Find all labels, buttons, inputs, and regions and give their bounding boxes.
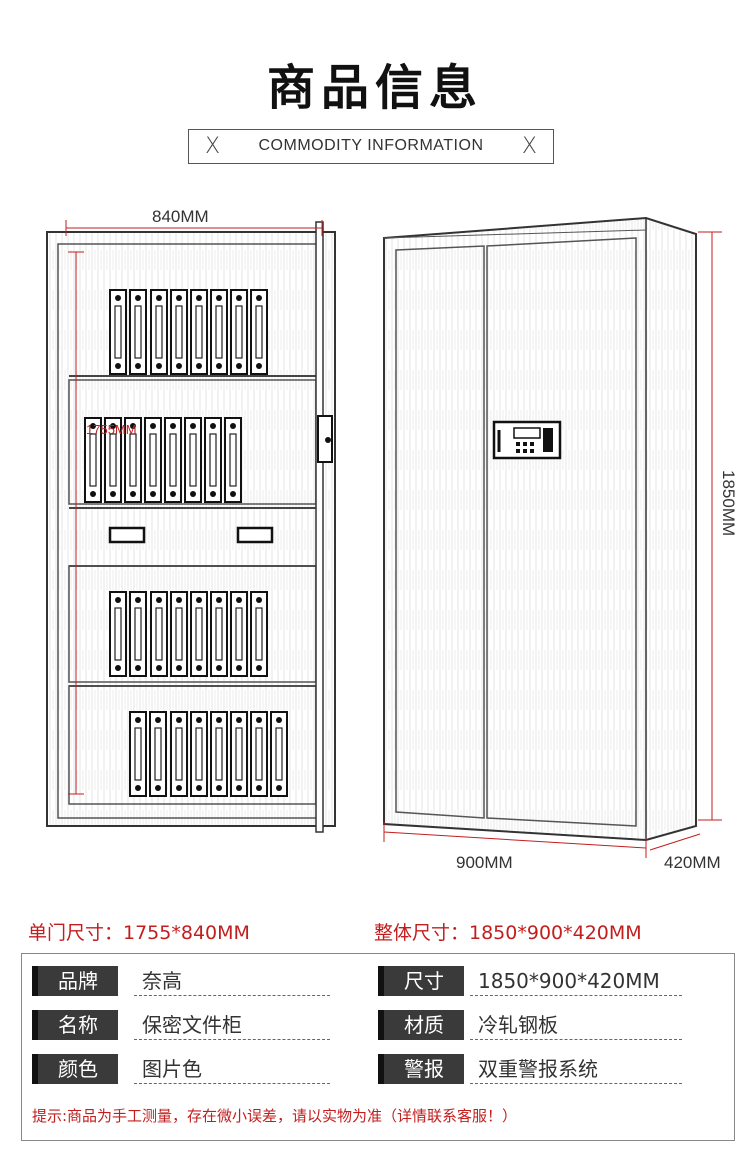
spec-value-brand: 奈高 <box>134 966 330 996</box>
closed-cabinet <box>383 216 722 858</box>
overall-size: 整体尺寸：1850*900*420MM <box>374 922 642 944</box>
total-width-label: 900MM <box>456 853 513 872</box>
depth-label: 420MM <box>664 853 721 872</box>
door-height-label: 1755MM <box>86 422 137 437</box>
total-height-label: 1850MM <box>719 470 738 537</box>
spec-table: 品牌 奈高 尺寸 1850*900*420MM 名称 保密文件柜 材质 冷轧钢板… <box>21 953 735 1141</box>
subtitle-box: X COMMODITY INFORMATION X <box>188 129 554 164</box>
spec-label-size: 尺寸 <box>378 966 464 996</box>
spec-value-material: 冷轧钢板 <box>470 1010 682 1040</box>
spec-value-alarm: 双重警报系统 <box>470 1054 682 1084</box>
spec-value-name: 保密文件柜 <box>134 1010 330 1040</box>
open-cabinet <box>46 220 336 833</box>
spec-label-name: 名称 <box>32 1010 118 1040</box>
spec-value-color: 图片色 <box>134 1054 330 1084</box>
x-mark-icon: X <box>521 134 537 159</box>
door-width-label: 840MM <box>152 207 209 226</box>
x-mark-icon: X <box>205 134 221 159</box>
spec-label-material: 材质 <box>378 1010 464 1040</box>
spec-value-size: 1850*900*420MM <box>470 966 682 996</box>
page-title: 商品信息 <box>266 60 483 116</box>
subtitle: COMMODITY INFORMATION <box>258 137 484 154</box>
single-door-size: 单门尺寸：1755*840MM <box>28 922 250 944</box>
measurement-note: 提示:商品为手工测量，存在微小误差，请以实物为准（详情联系客服！） <box>32 1107 518 1125</box>
spec-label-color: 颜色 <box>32 1054 118 1084</box>
spec-label-brand: 品牌 <box>32 966 118 996</box>
spec-label-alarm: 警报 <box>378 1054 464 1084</box>
cabinet-drawing <box>46 216 722 858</box>
